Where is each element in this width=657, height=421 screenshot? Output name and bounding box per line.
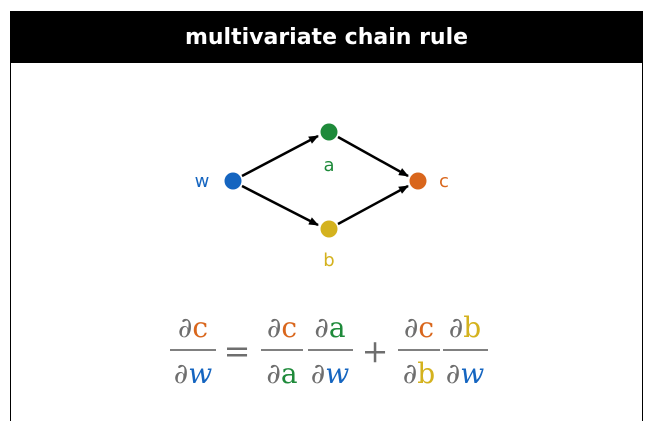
fraction-lhs: ∂c ∂w	[170, 311, 216, 390]
var-b: b	[463, 311, 481, 344]
var-a: a	[281, 357, 298, 390]
edge-w-to-a	[241, 134, 319, 178]
partial-symbol: ∂	[403, 357, 417, 390]
node-w	[224, 172, 242, 190]
partial-symbol: ∂	[266, 357, 280, 390]
svg-text:∂a: ∂a	[314, 311, 345, 344]
fraction-dc-db: ∂c ∂b	[398, 311, 440, 390]
partial-symbol: ∂	[446, 357, 460, 390]
equals-sign: =	[224, 332, 251, 370]
slide-title: multivariate chain rule	[184, 24, 469, 50]
var-a: a	[329, 311, 346, 344]
var-w: w	[188, 357, 212, 390]
node-label-c: c	[439, 171, 449, 192]
node-label-w: w	[195, 171, 210, 192]
svg-text:∂c: ∂c	[404, 311, 434, 344]
partial-symbol: ∂	[178, 311, 192, 344]
var-c: c	[192, 311, 208, 344]
partial-symbol: ∂	[174, 357, 188, 390]
svg-text:∂c: ∂c	[267, 311, 297, 344]
svg-text:∂w: ∂w	[311, 357, 349, 390]
svg-text:∂c: ∂c	[178, 311, 208, 344]
var-w: w	[460, 357, 484, 390]
partial-symbol: ∂	[404, 311, 418, 344]
slide-title-bar: multivariate chain rule	[11, 11, 642, 63]
edge-w-to-b	[241, 184, 319, 227]
svg-text:∂a: ∂a	[266, 357, 297, 390]
svg-text:∂b: ∂b	[403, 357, 435, 390]
node-c	[409, 172, 427, 190]
fraction-db-dw: ∂b ∂w	[443, 311, 488, 390]
partial-symbol: ∂	[267, 311, 281, 344]
plus-sign: +	[362, 332, 389, 370]
edge-b-to-c	[337, 184, 409, 226]
slide: multivariate chain rule	[10, 11, 643, 421]
svg-text:∂b: ∂b	[449, 311, 481, 344]
fraction-da-dw: ∂a ∂w	[308, 311, 353, 390]
node-a	[320, 123, 338, 141]
partial-symbol: ∂	[449, 311, 463, 344]
node-label-b: b	[323, 250, 334, 271]
fraction-dc-da: ∂c ∂a	[261, 311, 303, 390]
partial-symbol: ∂	[314, 311, 328, 344]
edge-a-to-c	[337, 135, 409, 178]
node-b	[320, 220, 338, 238]
var-w: w	[325, 357, 349, 390]
partial-symbol: ∂	[311, 357, 325, 390]
var-b: b	[417, 357, 435, 390]
node-label-a: a	[323, 155, 334, 176]
svg-text:∂w: ∂w	[446, 357, 484, 390]
svg-text:∂w: ∂w	[174, 357, 212, 390]
var-c: c	[418, 311, 434, 344]
var-c: c	[281, 311, 297, 344]
